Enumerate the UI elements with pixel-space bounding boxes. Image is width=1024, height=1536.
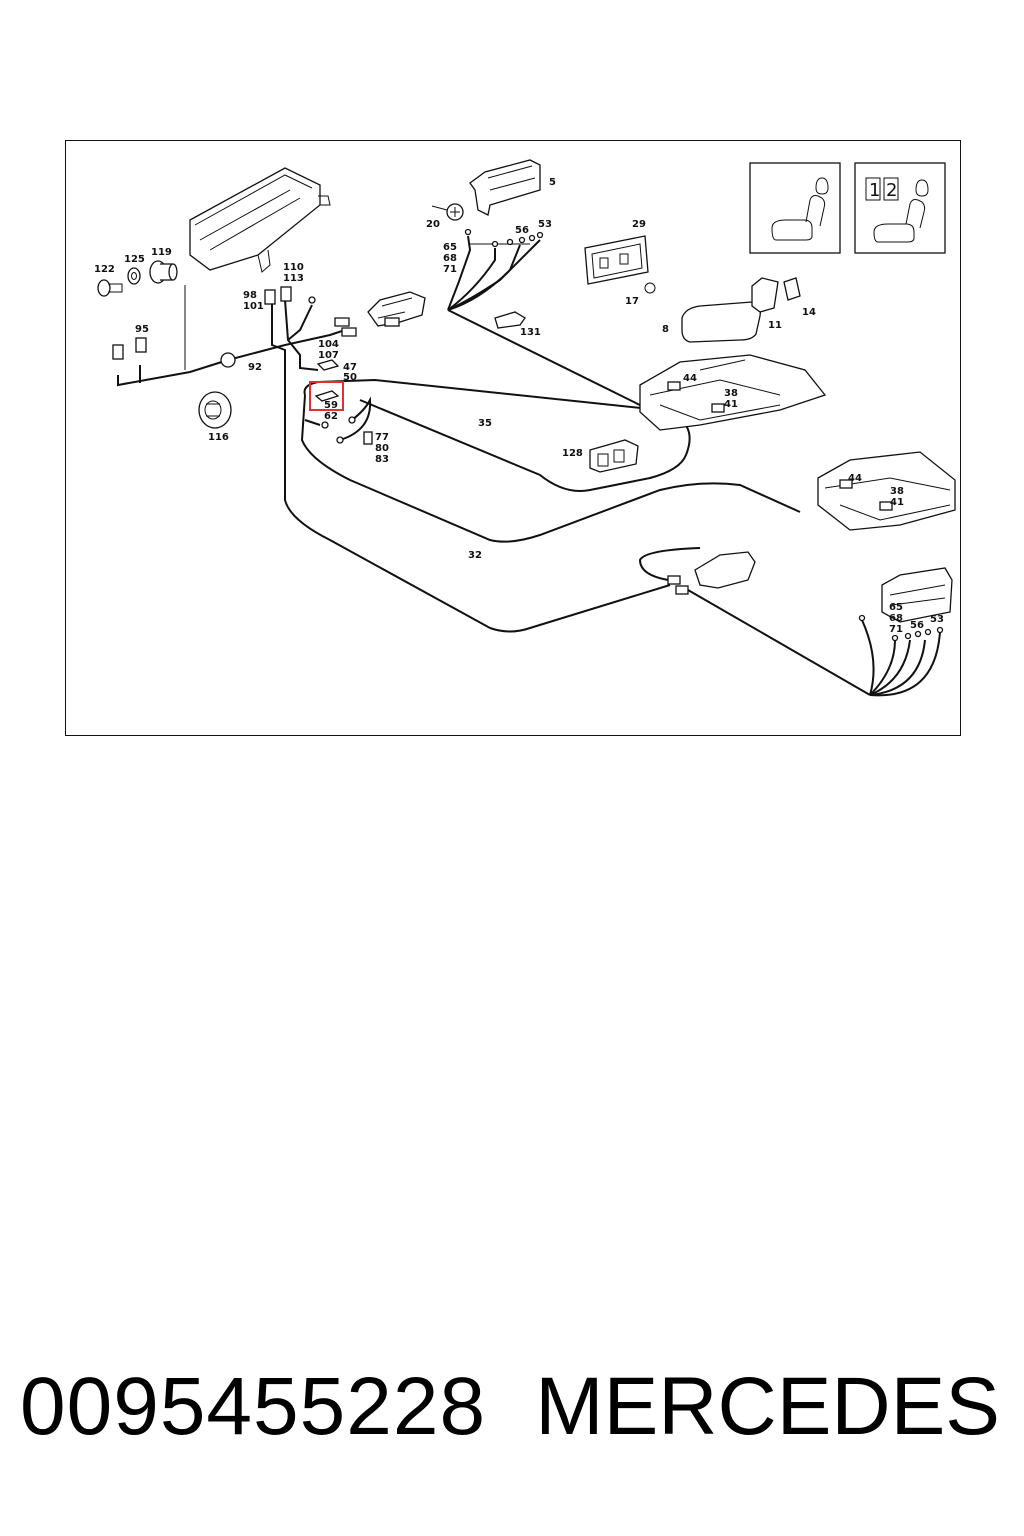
switch-panel-29 (584, 235, 649, 285)
switch-unit-lower (881, 567, 953, 623)
seat-module-upper (639, 354, 827, 431)
callout-29: 29 (632, 219, 646, 230)
callout-110: 110 (283, 262, 304, 273)
callout-62: 62 (324, 411, 338, 422)
callout-116: 116 (208, 432, 229, 443)
callout-20: 20 (426, 219, 440, 230)
callout-14: 14 (802, 307, 816, 318)
screw-122 (97, 279, 123, 297)
grommet-119 (149, 260, 178, 284)
callout-113: 113 (283, 273, 304, 284)
seat-cushion-8 (681, 301, 761, 343)
callout-128: 128 (562, 448, 583, 459)
callout-50: 50 (343, 372, 357, 383)
callout-8: 8 (662, 324, 669, 335)
switch-unit-5 (469, 159, 541, 216)
window-switch-128 (589, 439, 639, 473)
callout-71-lower: 71 (889, 624, 903, 635)
callout-38-upper: 38 (724, 388, 738, 399)
callout-32: 32 (468, 550, 482, 561)
callout-101: 101 (243, 301, 264, 312)
brand-name: MERCEDES (535, 1361, 1000, 1452)
callout-56-lower: 56 (910, 620, 924, 631)
callout-53: 53 (538, 219, 552, 230)
callout-71: 71 (443, 264, 457, 275)
callout-53-lower: 53 (930, 614, 944, 625)
callout-119: 119 (151, 247, 172, 258)
callout-80: 80 (375, 443, 389, 454)
switch-cap-11 (751, 277, 779, 313)
highlight-box-59 (309, 381, 344, 411)
callout-56: 56 (515, 225, 529, 236)
footer: 0095455228 MERCEDES (0, 1360, 1024, 1470)
cap-14 (783, 277, 801, 301)
callout-104: 104 (318, 339, 339, 350)
legend-number-2: 2 (886, 180, 897, 201)
seat-module-lower (817, 451, 956, 531)
connector-lower (667, 551, 756, 595)
washer-125 (127, 267, 141, 285)
screw-20 (431, 203, 464, 221)
callout-65: 65 (443, 242, 457, 253)
control-unit-housing (189, 167, 331, 273)
callout-11: 11 (768, 320, 782, 331)
callout-59: 59 (324, 400, 338, 411)
callout-95: 95 (135, 324, 149, 335)
callout-68: 68 (443, 253, 457, 264)
callout-38-lower: 38 (890, 486, 904, 497)
callout-35: 35 (478, 418, 492, 429)
callout-131: 131 (520, 327, 541, 338)
callout-125: 125 (124, 254, 145, 265)
legend-number-1: 1 (869, 180, 880, 201)
callout-41-lower: 41 (890, 497, 904, 508)
callout-68-lower: 68 (889, 613, 903, 624)
callout-41-upper: 41 (724, 399, 738, 410)
callout-122: 122 (94, 264, 115, 275)
part-number: 0095455228 (20, 1361, 487, 1452)
callout-83: 83 (375, 454, 389, 465)
callout-107: 107 (318, 350, 339, 361)
callout-65-lower: 65 (889, 602, 903, 613)
callout-5: 5 (549, 177, 556, 188)
callout-44-lower: 44 (848, 473, 862, 484)
callout-92: 92 (248, 362, 262, 373)
callout-17: 17 (625, 296, 639, 307)
callout-44-upper: 44 (683, 373, 697, 384)
legend-seat-box-2: 1 2 (854, 162, 946, 254)
switch-connector (367, 291, 426, 327)
socket-116 (198, 391, 232, 429)
legend-seat-box-1 (749, 162, 841, 254)
callout-77: 77 (375, 432, 389, 443)
callout-98: 98 (243, 290, 257, 301)
callout-47: 47 (343, 362, 357, 373)
diagram-frame (65, 140, 961, 736)
